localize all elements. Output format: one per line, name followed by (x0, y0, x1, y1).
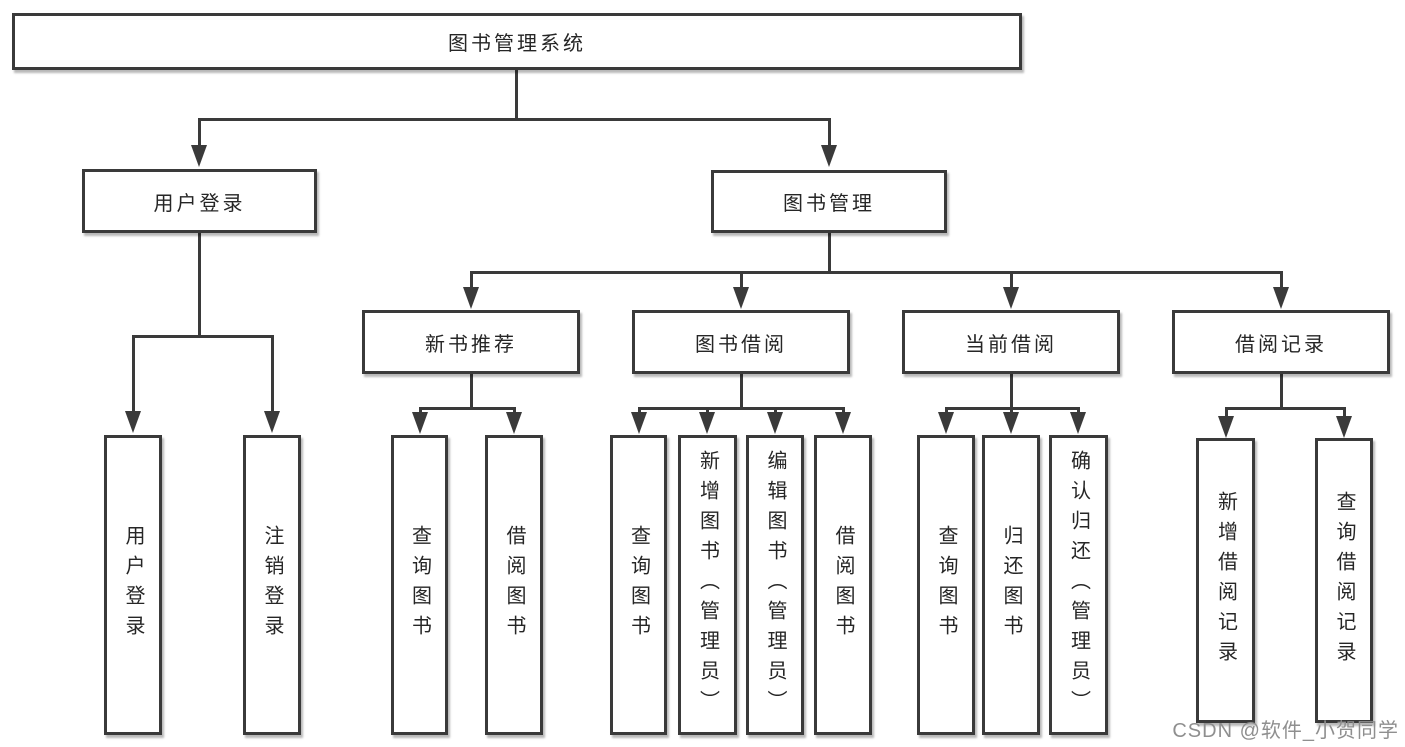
leaf-add-books-admin: 新增图书（管理员） (678, 435, 737, 735)
arrow-to-book-borrow-icon (732, 271, 749, 309)
leaf-recommend-borrow-books: 借阅图书 (485, 435, 543, 735)
arrow-to-new-book-recommend-icon (462, 271, 479, 309)
leaf-logout-label: 注销登录 (261, 525, 283, 645)
leaf-recommend-borrow-books-label: 借阅图书 (503, 525, 525, 645)
node-borrow-records-label: 借阅记录 (1235, 333, 1327, 356)
arrow-to-leaf-user-login-icon (124, 335, 141, 433)
leaf-user-login: 用户登录 (104, 435, 162, 735)
connector-book-management-drop (827, 233, 831, 274)
leaf-edit-books-admin: 编辑图书（管理员） (746, 435, 804, 735)
connector-current-drop (1009, 374, 1013, 410)
leaf-recommend-query-books: 查询图书 (391, 435, 448, 735)
leaf-user-login-label: 用户登录 (122, 525, 144, 645)
arrow-records-child1-icon (1217, 407, 1234, 438)
arrow-to-borrow-records-icon (1272, 271, 1289, 309)
csdn-watermark: CSDN @软件_小贺同学 (1172, 720, 1399, 742)
arrow-borrow-child3-icon (766, 407, 783, 434)
leaf-current-query-books-label: 查询图书 (935, 525, 957, 645)
leaf-borrow-books: 借阅图书 (814, 435, 872, 735)
connector-recommend-drop (469, 374, 473, 410)
arrow-borrow-child1-icon (630, 407, 647, 434)
arrow-to-current-borrow-icon (1002, 271, 1019, 309)
leaf-add-borrow-record-label: 新增借阅记录 (1214, 490, 1237, 671)
leaf-return-books-label: 归还图书 (1000, 525, 1022, 645)
arrow-to-book-management-icon (820, 118, 837, 167)
node-book-management-label: 图书管理 (783, 193, 875, 215)
leaf-confirm-return-admin: 确认归还（管理员） (1049, 435, 1108, 735)
node-book-management: 图书管理 (711, 170, 947, 233)
arrow-records-child2-icon (1335, 407, 1352, 438)
node-current-borrow-label: 当前借阅 (965, 333, 1057, 356)
leaf-edit-books-admin-label: 编辑图书（管理员） (764, 450, 786, 720)
node-user-login-label: 用户登录 (153, 192, 246, 215)
leaf-return-books: 归还图书 (982, 435, 1040, 735)
node-current-borrow: 当前借阅 (902, 310, 1120, 374)
connector-recommend-split (418, 407, 516, 410)
arrow-current-child3-icon (1070, 407, 1086, 434)
connector-book-management-split (469, 271, 1283, 274)
arrow-borrow-child4-icon (834, 407, 851, 434)
connector-root-drop (515, 70, 518, 121)
leaf-borrow-books-label: 借阅图书 (832, 525, 854, 645)
arrow-current-child2-icon (1002, 407, 1019, 434)
node-new-book-recommend: 新书推荐 (362, 310, 580, 374)
arrow-borrow-child2-icon (698, 407, 715, 434)
arrow-current-child1-icon (937, 407, 954, 434)
node-book-borrow-label: 图书借阅 (695, 333, 787, 356)
node-root-label: 图书管理系统 (448, 33, 586, 55)
connector-records-drop (1279, 374, 1283, 410)
leaf-add-borrow-record: 新增借阅记录 (1196, 438, 1255, 723)
arrow-to-user-login-icon (191, 118, 207, 167)
arrow-recommend-child2-icon (505, 407, 522, 434)
connector-user-login-split (131, 335, 274, 338)
leaf-borrow-query-books-label: 查询图书 (627, 525, 650, 645)
arrow-recommend-child1-icon (411, 407, 428, 434)
leaf-confirm-return-admin-label: 确认归还（管理员） (1067, 450, 1090, 720)
leaf-borrow-query-books: 查询图书 (610, 435, 667, 735)
node-root: 图书管理系统 (12, 13, 1022, 70)
arrow-to-leaf-logout-icon (263, 335, 280, 433)
leaf-query-borrow-record-label: 查询借阅记录 (1333, 490, 1355, 671)
connector-root-split (198, 118, 831, 121)
node-borrow-records: 借阅记录 (1172, 310, 1390, 374)
node-book-borrow: 图书借阅 (632, 310, 850, 374)
connector-user-login-drop (198, 233, 201, 338)
leaf-current-query-books: 查询图书 (917, 435, 975, 735)
leaf-recommend-query-books-label: 查询图书 (408, 525, 431, 645)
leaf-query-borrow-record: 查询借阅记录 (1315, 438, 1373, 723)
leaf-add-books-admin-label: 新增图书（管理员） (696, 450, 719, 720)
leaf-logout: 注销登录 (243, 435, 301, 735)
node-user-login: 用户登录 (82, 169, 317, 233)
connector-borrow-split (637, 407, 845, 410)
connector-borrow-drop (739, 374, 743, 410)
node-new-book-recommend-label: 新书推荐 (425, 333, 517, 356)
connector-records-split (1224, 407, 1346, 410)
